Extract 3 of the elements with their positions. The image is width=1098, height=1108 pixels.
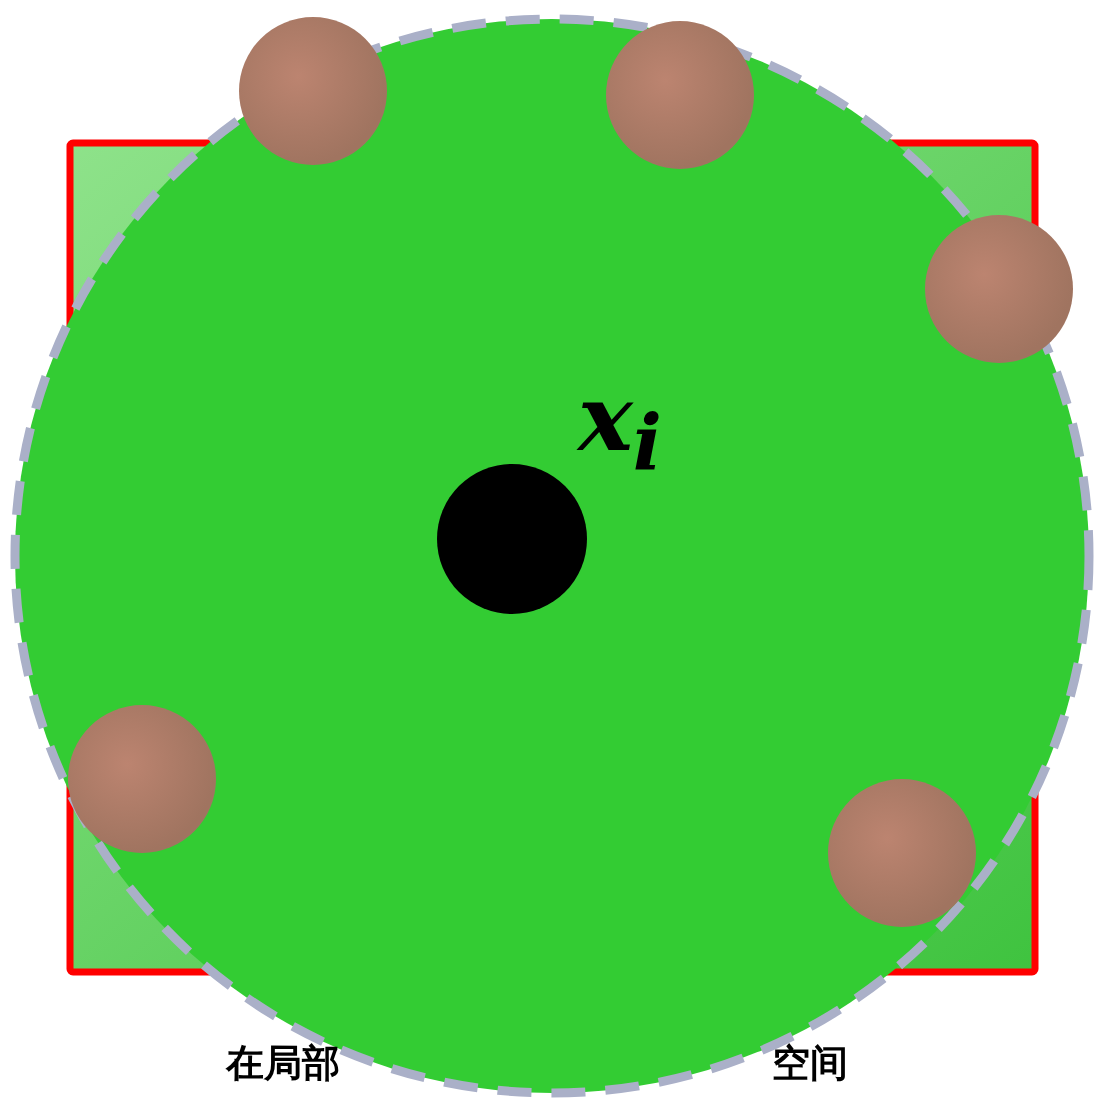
math-symbol: x$_{i}$: [578, 372, 662, 482]
caption-text: 在局部: [226, 1044, 340, 1082]
caption-text: 空间: [772, 1044, 848, 1082]
